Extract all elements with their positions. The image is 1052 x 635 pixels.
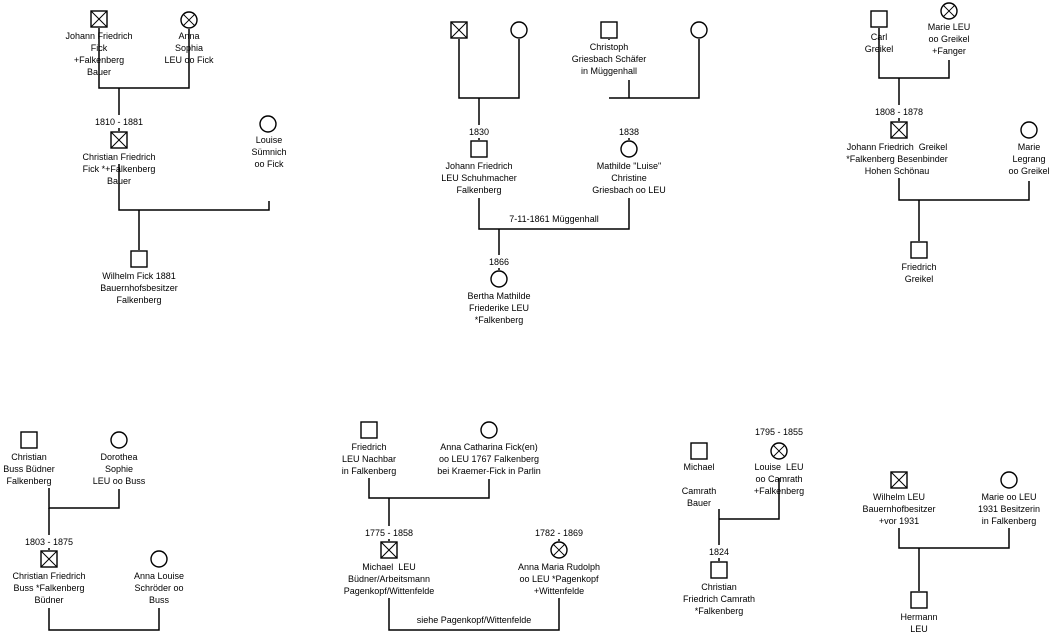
connector-line xyxy=(898,528,1010,549)
male-deceased-symbol-icon xyxy=(380,541,398,559)
person-label: Christian Friedrich Fick *+Falkenberg Ba… xyxy=(82,152,156,186)
male-symbol-icon xyxy=(360,421,378,439)
female-symbol-icon xyxy=(490,270,508,288)
person-label: Carl Greikel xyxy=(864,32,894,54)
date-label: 1803 - 1875 xyxy=(23,536,75,548)
male-symbol-icon xyxy=(600,21,618,39)
connector-line xyxy=(368,478,490,499)
person-label: Marie LEU oo Greikel +Fanger xyxy=(927,22,971,56)
male-symbol-icon xyxy=(690,442,708,460)
connector-line xyxy=(898,178,1030,201)
date-label: 1775 - 1858 xyxy=(363,527,415,539)
person-label: Louise Sümnich oo Fick xyxy=(251,135,287,169)
person-label: Bertha Mathilde Friederike LEU *Falkenbe… xyxy=(467,291,531,325)
female-deceased-symbol-icon xyxy=(940,2,958,20)
male-symbol-icon xyxy=(130,250,148,268)
person-label: Marie Legrang oo Greikel xyxy=(1008,142,1050,176)
reference-note: siehe Pagenkopf/Wittenfelde xyxy=(415,614,533,626)
female-symbol-icon xyxy=(1000,471,1018,489)
person-label: Anna Sophia LEU oo Fick xyxy=(164,31,214,65)
male-deceased-symbol-icon xyxy=(90,10,108,28)
connector-line xyxy=(48,488,120,509)
person-label: Wilhelm LEU Bauernhofbesitzer +vor 1931 xyxy=(862,492,936,526)
date-label: 1838 xyxy=(617,126,641,138)
person-label: Louise LEU oo Camrath +Falkenberg xyxy=(753,462,805,496)
male-deceased-symbol-icon xyxy=(890,121,908,139)
person-label: Anna Maria Rudolph oo LEU *Pagenkopf +Wi… xyxy=(517,562,601,596)
person-label: Michael LEU Büdner/Arbeitsmann Pagenkopf… xyxy=(343,562,435,596)
female-symbol-icon xyxy=(1020,121,1038,139)
date-label: 1830 xyxy=(467,126,491,138)
connector-line xyxy=(388,598,560,631)
person-label: Christian Buss Büdner Falkenberg xyxy=(3,452,55,486)
person-label: Mathilde "Luise" Christine Griesbach oo … xyxy=(592,161,666,195)
date-label: 1824 xyxy=(707,546,731,558)
connector-line xyxy=(98,28,190,89)
male-symbol-icon xyxy=(470,140,488,158)
male-symbol-icon xyxy=(870,10,888,28)
female-symbol-icon xyxy=(150,550,168,568)
person-label: Christian Friedrich Camrath *Falkenberg xyxy=(682,582,756,616)
male-deceased-symbol-icon xyxy=(110,131,128,149)
connector-line xyxy=(719,478,780,520)
date-label: 1808 - 1878 xyxy=(873,106,925,118)
person-label: Michael Camrath Bauer xyxy=(681,462,717,508)
person-label: Friedrich LEU Nachbar in Falkenberg xyxy=(341,442,397,476)
male-symbol-icon xyxy=(20,431,38,449)
female-deceased-symbol-icon xyxy=(770,442,788,460)
person-label: Friedrich Greikel xyxy=(901,262,937,284)
male-deceased-symbol-icon xyxy=(40,550,58,568)
connector-line xyxy=(478,198,630,230)
date-label: 1782 - 1869 xyxy=(533,527,585,539)
connector-line xyxy=(609,39,700,99)
date-label: 1795 - 1855 xyxy=(753,426,805,438)
female-symbol-icon xyxy=(259,115,277,133)
person-label: Wilhelm Fick 1881 Bauernhofsbesitzer Fal… xyxy=(100,271,178,305)
person-label: Hermann LEU xyxy=(900,612,938,634)
male-symbol-icon xyxy=(910,241,928,259)
female-symbol-icon xyxy=(690,21,708,39)
person-label: Anna Louise Schröder oo Buss xyxy=(133,571,185,605)
male-deceased-symbol-icon xyxy=(450,21,468,39)
person-label: Johann Friedrich Greikel *Falkenberg Bes… xyxy=(846,142,948,176)
date-label: 1810 - 1881 xyxy=(93,116,145,128)
male-symbol-icon xyxy=(710,561,728,579)
male-symbol-icon xyxy=(910,591,928,609)
person-label: Johann Friedrich LEU Schuhmacher Falkenb… xyxy=(441,161,517,195)
person-label: Christoph Griesbach Schäfer in Müggenhal… xyxy=(571,42,647,76)
female-symbol-icon xyxy=(510,21,528,39)
female-symbol-icon xyxy=(620,140,638,158)
female-deceased-symbol-icon xyxy=(180,11,198,29)
male-deceased-symbol-icon xyxy=(890,471,908,489)
marriage-date-label: 7-11-1861 Müggenhall xyxy=(508,213,600,225)
connector-line xyxy=(878,28,950,79)
connector-line xyxy=(118,164,270,211)
connector-line xyxy=(48,608,160,631)
person-label: Marie oo LEU 1931 Besitzerin in Falkenbe… xyxy=(977,492,1041,526)
date-label: 1866 xyxy=(487,256,511,268)
connector-line xyxy=(458,39,520,99)
person-label: Christian Friedrich Buss *Falkenberg Büd… xyxy=(12,571,86,605)
female-symbol-icon xyxy=(110,431,128,449)
female-symbol-icon xyxy=(480,421,498,439)
female-deceased-symbol-icon xyxy=(550,541,568,559)
person-label: Johann Friedrich Fick +Falkenberg Bauer xyxy=(65,31,133,77)
person-label: Anna Catharina Fick(en) oo LEU 1767 Falk… xyxy=(437,442,541,476)
person-label: Dorothea Sophie LEU oo Buss xyxy=(92,452,146,486)
